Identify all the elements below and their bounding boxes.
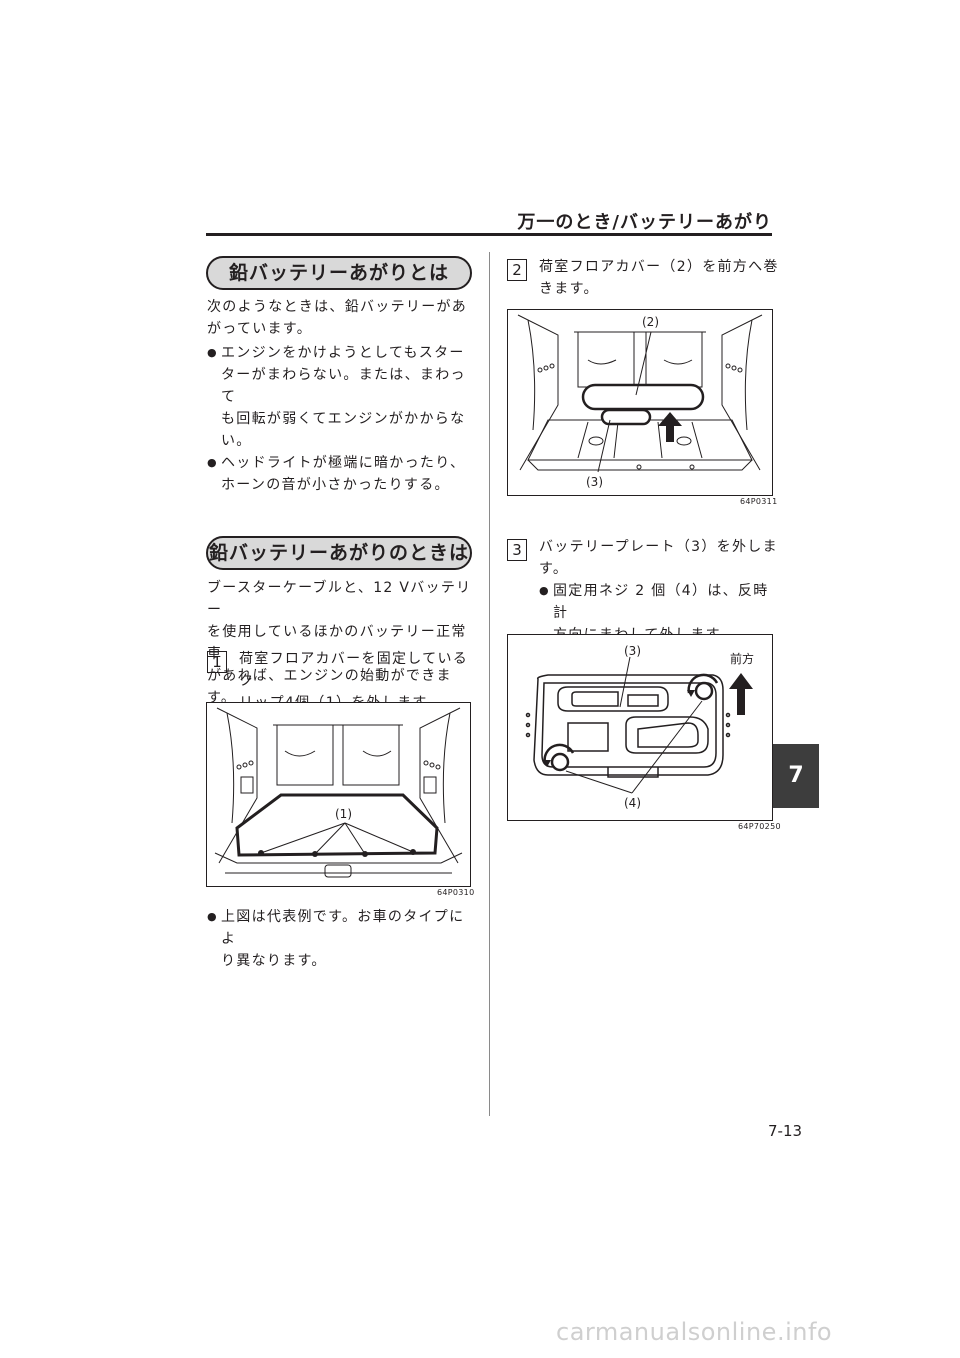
watermark: carmanualsonline.info	[556, 1318, 833, 1346]
header-rule	[206, 233, 772, 236]
callout-3: (3)	[624, 644, 641, 658]
text-line: も回転が弱くてエンジンがかからな	[221, 411, 466, 427]
figure-code: 64P0311	[740, 497, 778, 506]
section-title-when-battery-dead: 鉛バッテリーあがりのときは	[206, 536, 472, 570]
chapter-tab: 7	[773, 744, 819, 808]
text-line: エンジンをかけようとしてもスター	[221, 345, 465, 361]
text-line: を使用しているほかのバッテリー正常車	[207, 624, 467, 662]
cargo-floor-illustration: (1)	[214, 707, 463, 878]
step1-note: 上図は代表例です。お車のタイプによ り異なります。	[207, 906, 479, 972]
text-line: ホーンの音が小さかったりする。	[221, 477, 450, 493]
figure-cargo-floor-clips: (1)	[206, 702, 471, 887]
step3-text: バッテリープレート（3）を外しま す。	[539, 536, 779, 580]
section1-bullets: エンジンをかけようとしてもスター ターがまわらない。または、まわって も回転が弱…	[207, 342, 479, 496]
text-line: り異なります。	[221, 953, 327, 969]
text-line: ヘッドライトが極端に暗かったり、	[221, 455, 466, 471]
figure-code: 64P0310	[437, 888, 475, 897]
rolled-cover-illustration: (2) (3)	[517, 314, 763, 489]
text-line: 固定用ネジ 2 個（4）は、反時計	[553, 583, 769, 621]
column-divider	[489, 252, 490, 1116]
text-line: きます。	[539, 281, 599, 297]
text-line: す。	[539, 561, 569, 577]
front-direction-label: 前方	[730, 651, 754, 666]
callout-4: (4)	[624, 796, 641, 810]
callout-2: (2)	[642, 315, 659, 329]
step-number: 2	[507, 259, 527, 281]
text-line: 次のようなときは、鉛バッテリーがあ	[207, 299, 468, 315]
text-line: い。	[221, 433, 252, 449]
bullet-item: ヘッドライトが極端に暗かったり、 ホーンの音が小さかったりする。	[207, 452, 479, 496]
figure-code: 64P70250	[738, 822, 781, 831]
step-number: 3	[507, 539, 527, 561]
section2-intro: ブースターケーブルと、12 Vバッテリー を使用しているほかのバッテリー正常車 …	[207, 577, 479, 709]
text-line: 上図は代表例です。お車のタイプによ	[221, 909, 465, 947]
step-number: 1	[207, 651, 227, 673]
figure-battery-plate: (3) (4) 前方	[507, 634, 773, 821]
step2-text: 荷室フロアカバー（2）を前方へ巻 きます。	[539, 256, 779, 300]
callout-1: (1)	[335, 807, 352, 821]
text-line: ブースターケーブルと、12 Vバッテリー	[207, 580, 472, 618]
text-line: バッテリープレート（3）を外しま	[539, 539, 778, 555]
text-line: ターがまわらない。または、まわって	[221, 367, 466, 405]
page-number: 7-13	[768, 1122, 803, 1140]
text-line: 荷室フロアカバー（2）を前方へ巻	[539, 259, 779, 275]
text-line: がっています。	[207, 321, 312, 337]
bullet-item: 上図は代表例です。お車のタイプによ り異なります。	[207, 906, 479, 972]
callout-3: (3)	[586, 475, 603, 489]
bullet-item: エンジンをかけようとしてもスター ターがまわらない。または、まわって も回転が弱…	[207, 342, 479, 452]
figure-roll-floor-cover: (2) (3)	[507, 309, 773, 496]
battery-plate-illustration: (3) (4) 前方	[525, 644, 754, 810]
section1-intro: 次のようなときは、鉛バッテリーがあ がっています。	[207, 296, 479, 340]
running-header: 万一のとき/バッテリーあがり	[517, 212, 772, 233]
section-title-what-is-dead-battery: 鉛バッテリーあがりとは	[206, 256, 472, 290]
text-line: 荷室フロアカバーを固定しているク	[239, 651, 469, 689]
